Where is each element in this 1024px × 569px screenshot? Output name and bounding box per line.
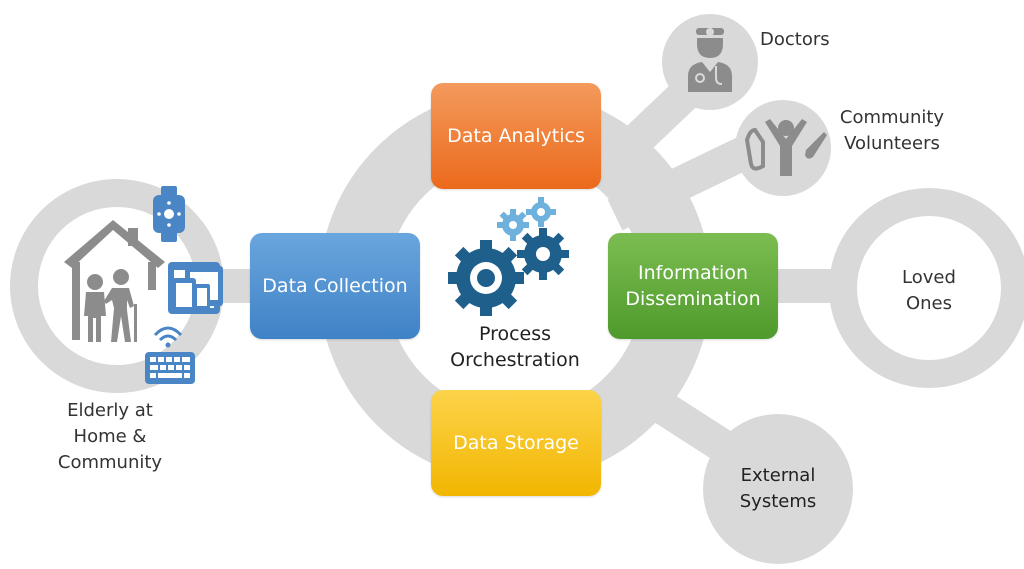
elderly-couple-icon [84, 269, 137, 342]
loved-ones-line2: Ones [905, 293, 953, 314]
volunteers-line1: Community [839, 107, 945, 128]
external-circle [703, 414, 853, 564]
elderly-line3: Community [57, 452, 163, 473]
data-storage-box[interactable]: Data Storage [431, 390, 601, 496]
dissemination-line1: Information [638, 262, 748, 284]
external-line1: External [740, 465, 816, 486]
doctors-circle [662, 14, 758, 110]
data-collection-label: Data Collection [262, 275, 408, 297]
loved-ones-ring [829, 188, 1024, 388]
elderly-label: Elderly at Home & Community [30, 398, 190, 476]
external-line2: Systems [739, 491, 817, 512]
data-analytics-box[interactable]: Data Analytics [431, 83, 601, 189]
data-collection-box[interactable]: Data Collection [250, 233, 420, 339]
volunteers-label: Community Volunteers [832, 105, 952, 157]
elderly-line2: Home & [73, 426, 147, 447]
keyboard-icon [145, 326, 195, 384]
volunteer-icon [744, 119, 827, 176]
data-storage-label: Data Storage [453, 432, 579, 454]
gears-icon [448, 197, 569, 316]
loved-ones-label: Loved Ones [879, 265, 979, 317]
center-line2: Orchestration [450, 349, 580, 371]
doctors-text: Doctors [760, 29, 830, 50]
information-dissemination-box[interactable]: Information Dissemination [608, 233, 778, 339]
center-line1: Process [478, 323, 552, 345]
elderly-line1: Elderly at [67, 400, 153, 421]
smartwatch-icon [153, 186, 185, 242]
doctor-icon [688, 28, 732, 92]
external-systems-label: External Systems [718, 463, 838, 515]
volunteers-line2: Volunteers [844, 133, 940, 154]
doctors-label: Doctors [760, 27, 850, 53]
dissemination-line2: Dissemination [625, 288, 761, 310]
data-analytics-label: Data Analytics [447, 125, 585, 147]
tablet-phone-icon [168, 262, 223, 314]
house-icon [64, 220, 165, 340]
loved-ones-line1: Loved [902, 267, 956, 288]
process-orchestration-label: Process Orchestration [440, 321, 590, 373]
